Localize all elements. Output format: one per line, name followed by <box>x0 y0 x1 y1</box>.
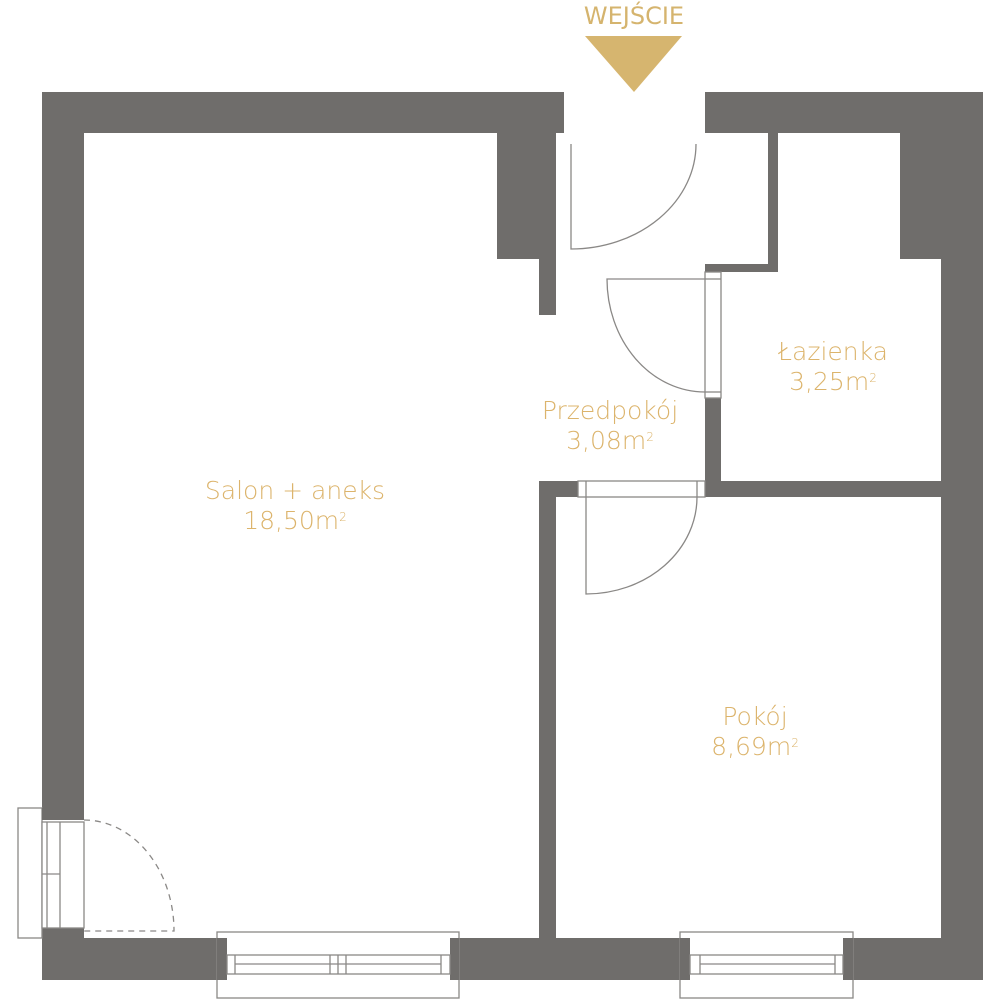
doors <box>83 143 706 932</box>
entrance-door <box>570 143 697 250</box>
entrance-label: WEJŚCIE <box>583 2 685 30</box>
room-area: 18,50m2 <box>243 506 347 535</box>
room-label-salon: Salon + aneks 18,50m2 <box>205 476 385 536</box>
room-area: 3,08m2 <box>566 426 654 455</box>
room-label-lazienka: Łazienka 3,25m2 <box>778 337 888 397</box>
walls <box>42 92 983 980</box>
balcony-door <box>83 819 175 932</box>
room-name: Łazienka <box>777 337 889 366</box>
room-name: Pokój <box>722 702 788 731</box>
windows <box>17 271 854 999</box>
room-name: Salon + aneks <box>204 476 386 505</box>
room-area: 3,25m2 <box>789 367 877 396</box>
room-area: 8,69m2 <box>711 732 799 761</box>
room-door <box>585 496 698 595</box>
bathroom-door <box>606 278 706 393</box>
room-label-przedpokoj: Przedpokój 3,08m2 <box>542 396 678 456</box>
room-name: Przedpokój <box>541 396 679 425</box>
room-label-pokoj: Pokój 8,69m2 <box>711 702 799 762</box>
entrance-arrow-icon <box>585 36 682 92</box>
